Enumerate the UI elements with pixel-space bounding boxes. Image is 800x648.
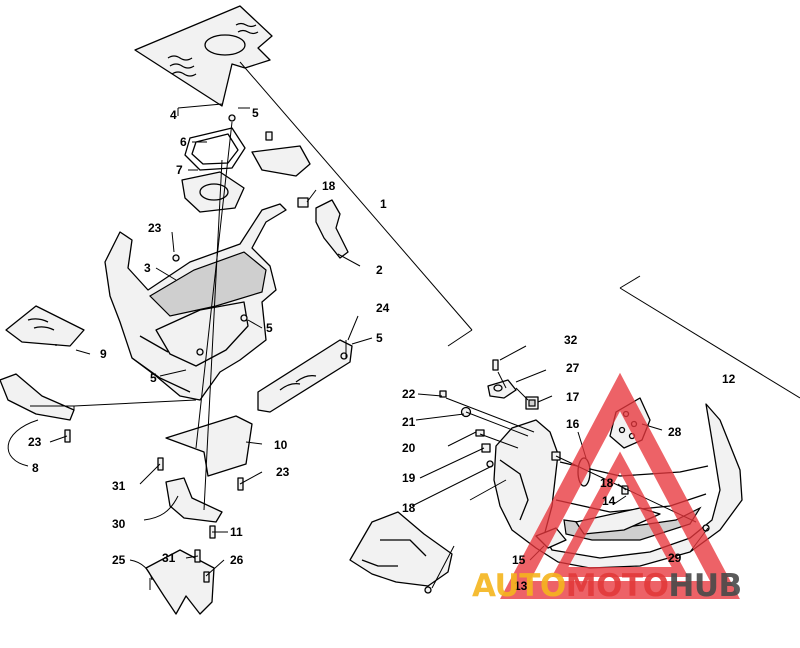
callout-31-upper: 31 — [112, 479, 126, 493]
part-9-pad — [5, 305, 85, 347]
part-27-bracket — [487, 379, 517, 399]
part-2-bracket — [315, 199, 349, 259]
callout-5-low: 5 — [150, 371, 157, 385]
callout-5-mid: 5 — [266, 321, 273, 335]
callout-7: 7 — [176, 163, 183, 177]
callout-12: 12 — [722, 372, 736, 386]
callout-20: 20 — [402, 441, 416, 455]
callout-19: 19 — [402, 471, 416, 485]
watermark-auto: AUTO — [472, 568, 566, 604]
callout-16: 16 — [566, 417, 580, 431]
callout-18-lower: 18 — [402, 501, 416, 515]
watermark-moto: MOTO — [566, 568, 669, 604]
part-left-fragment-headlight-housing — [349, 511, 453, 587]
callout-labels: 1 2 3 4 5 5 5 5 6 7 8 9 10 11 12 13 14 1… — [28, 106, 736, 593]
callout-9: 9 — [100, 347, 107, 361]
callout-15: 15 — [512, 553, 526, 567]
part-17-clip — [525, 396, 539, 410]
callout-31-lower: 31 — [162, 551, 176, 565]
part-24-side-panel — [257, 339, 353, 413]
watermark-triangle-logo — [500, 372, 740, 599]
callout-17: 17 — [566, 390, 580, 404]
callout-32: 32 — [564, 333, 578, 347]
callout-30: 30 — [112, 517, 126, 531]
part-32-screw — [492, 359, 499, 371]
part-7-plate — [181, 171, 245, 213]
leader-lines-left — [7, 61, 473, 590]
callout-2: 2 — [376, 263, 383, 277]
part-10-plate — [165, 415, 253, 477]
callout-5-right: 5 — [376, 331, 383, 345]
part-3-main-hood — [104, 203, 287, 401]
callout-23-right: 23 — [276, 465, 290, 479]
callout-24: 24 — [376, 301, 390, 315]
svg-text:AUTOMOTOHUB: AUTOMOTOHUB — [472, 568, 742, 604]
part-6-gasket — [184, 127, 246, 171]
callout-27: 27 — [566, 361, 580, 375]
callout-18-right: 18 — [600, 476, 614, 490]
part-30-bracket — [165, 477, 223, 523]
callout-23-left: 23 — [28, 435, 42, 449]
callout-8: 8 — [32, 461, 39, 475]
watermark-text: AUTOMOTOHUB — [472, 568, 742, 604]
part-25-lower-skid — [145, 549, 215, 615]
callout-25: 25 — [112, 553, 126, 567]
callout-6: 6 — [180, 135, 187, 149]
callout-14: 14 — [602, 494, 616, 508]
part-4-top-panel — [134, 5, 273, 107]
callout-22: 22 — [402, 387, 416, 401]
callout-18-upper: 18 — [322, 179, 336, 193]
part-8-side-cover — [0, 373, 75, 421]
callout-23-upper: 23 — [148, 221, 162, 235]
part-small-bracket — [251, 131, 311, 177]
callout-4: 4 — [170, 108, 177, 122]
callout-29: 29 — [668, 551, 682, 565]
callout-11: 11 — [230, 525, 243, 539]
callout-5-top: 5 — [252, 106, 259, 120]
watermark-hub: HUB — [668, 568, 741, 604]
callout-26: 26 — [230, 553, 244, 567]
callout-13: 13 — [514, 579, 528, 593]
callout-10: 10 — [274, 438, 288, 452]
callout-3: 3 — [144, 261, 151, 275]
callout-28: 28 — [668, 425, 682, 439]
callout-21: 21 — [402, 415, 416, 429]
part-18-clip-upper — [297, 197, 309, 208]
callout-1: 1 — [380, 197, 387, 211]
